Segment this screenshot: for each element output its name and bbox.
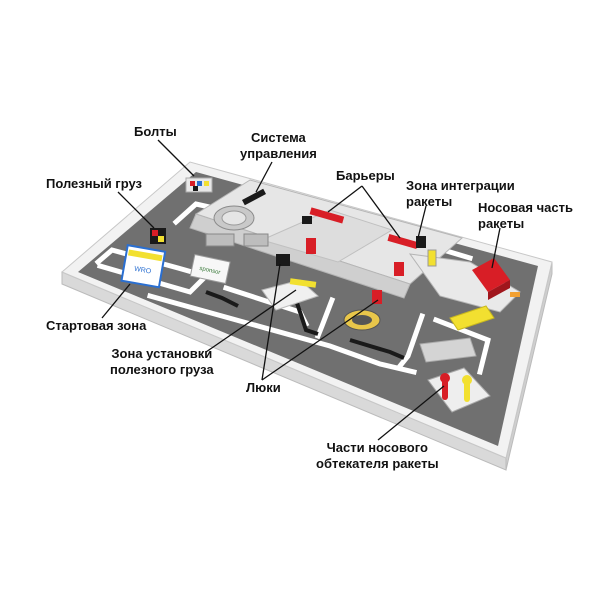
- leader-barriers-a: [327, 185, 363, 213]
- leader-integration: [417, 205, 427, 239]
- black-line-b: [294, 299, 319, 336]
- nose-yellow-block: [449, 305, 495, 331]
- start-zone-sign: WRO: [120, 244, 167, 289]
- rocket-nose: [449, 258, 520, 331]
- sponsor-sign-text: sponsor: [199, 266, 221, 276]
- fairing-part-red-head: [440, 373, 450, 383]
- install-yellow-strip: [289, 278, 317, 288]
- bolt-4: [193, 186, 198, 191]
- fairing-part-yellow: [464, 380, 470, 402]
- control-black-bar: [241, 188, 267, 206]
- nose-red-block: [472, 258, 510, 292]
- leader-hatches-b: [261, 299, 379, 381]
- start-sign-text: WRO: [134, 266, 153, 276]
- nose-orange-marker: [510, 292, 520, 297]
- leader-hatches-a: [261, 263, 281, 381]
- leader-control-system: [255, 161, 273, 193]
- black-line-a: [205, 290, 239, 308]
- start-sign-board: [120, 244, 167, 289]
- label-barriers: Барьеры: [336, 168, 395, 183]
- sponsor-sign: sponsor: [189, 253, 231, 285]
- label-payload-install-zone: Зона установки полезного груза: [110, 346, 214, 377]
- control-block-2: [243, 233, 269, 247]
- label-rocket-integration-zone: Зона интеграции ракеты: [406, 178, 515, 209]
- label-payload: Полезный груз: [46, 176, 143, 191]
- hatch-black: [276, 254, 290, 266]
- track-line-far: [432, 316, 491, 376]
- label-hatches: Люки: [246, 380, 281, 395]
- black-lines: [205, 290, 405, 360]
- start-sign-band: [127, 249, 163, 262]
- central-platform: [189, 179, 521, 313]
- fairing-parts: [427, 367, 491, 413]
- red-post-3: [372, 290, 382, 304]
- leader-payload: [117, 191, 155, 229]
- leader-fairing: [377, 385, 445, 441]
- barrier-left: [309, 207, 345, 224]
- barrier-right: [387, 233, 419, 249]
- bolt-1: [190, 181, 195, 186]
- control-dish-inner: [221, 210, 247, 226]
- leader-nose: [491, 227, 501, 269]
- side-block: [419, 337, 477, 363]
- bolts-group: [185, 177, 213, 193]
- barrier-right-dark: [416, 236, 426, 248]
- track-line-right-b: [396, 312, 426, 370]
- leader-bolts: [157, 139, 195, 177]
- label-nose-fairing-parts: Части носового обтекателя ракеты: [316, 440, 439, 471]
- sponsor-sign-board: [189, 253, 231, 285]
- label-rocket-nose: Носовая часть ракеты: [478, 200, 573, 231]
- label-start-zone: Стартовая зона: [46, 318, 147, 333]
- barrier-left-dark: [302, 216, 312, 224]
- bolt-3: [204, 181, 209, 186]
- spring-marker: [427, 249, 437, 267]
- red-post-1: [306, 238, 316, 254]
- red-post-2: [394, 262, 404, 276]
- nose-red-side: [488, 280, 510, 300]
- payload-item: [150, 228, 166, 244]
- payload-red: [152, 230, 158, 236]
- mission-emblem: [343, 309, 381, 331]
- payload-yellow: [158, 236, 164, 242]
- label-control-system: Система управления: [240, 130, 317, 161]
- label-bolts: Болты: [134, 124, 177, 139]
- track-line-right-a: [314, 296, 336, 340]
- fairing-part-yellow-head: [462, 375, 472, 385]
- track-line-lower: [146, 292, 418, 376]
- emblem-inner: [352, 315, 372, 325]
- leader-barriers-b: [361, 185, 401, 239]
- control-block-1: [205, 233, 235, 247]
- leader-start-zone: [101, 283, 131, 319]
- bolt-2: [197, 181, 202, 186]
- fairing-part-red: [442, 378, 448, 400]
- leader-install-zone: [205, 289, 297, 353]
- black-line-c: [349, 338, 405, 360]
- leader-lines: [101, 139, 501, 441]
